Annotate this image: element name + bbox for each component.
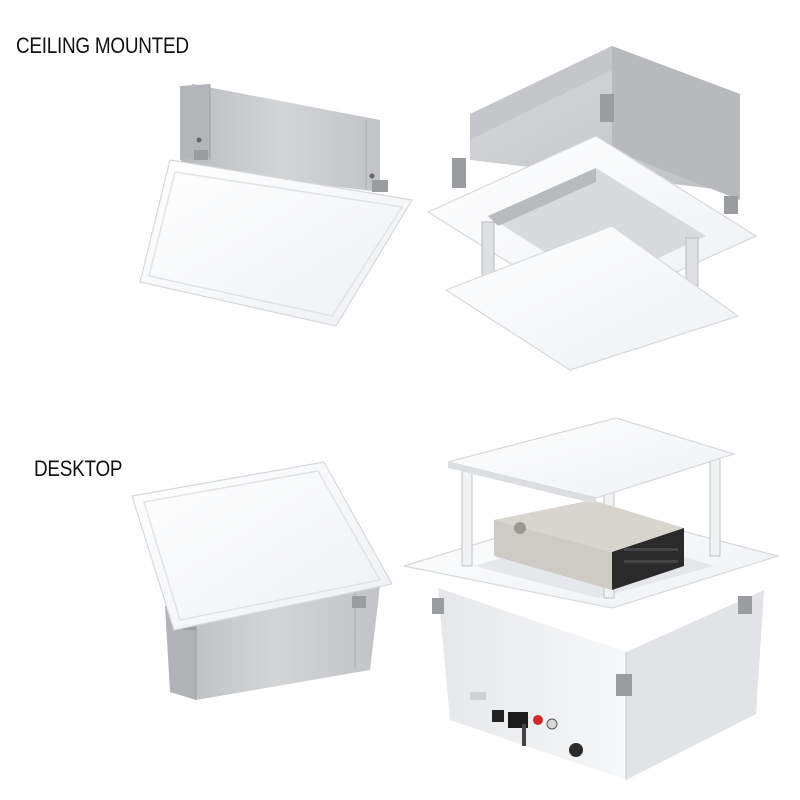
ceiling-closed-panel: [139, 159, 413, 327]
mounting-bracket: [738, 596, 752, 614]
ceiling-open-lowered-panel: [444, 225, 740, 371]
desktop-unit-closed: [131, 461, 393, 700]
mounting-bracket: [194, 150, 208, 160]
ceiling-mounted-label: CEILING MOUNTED: [16, 33, 189, 58]
mounting-bracket: [724, 196, 738, 214]
power-port: [569, 743, 583, 757]
projector: [494, 500, 684, 590]
ceiling-unit-closed: [139, 84, 413, 327]
lift-frame-leg: [461, 461, 473, 567]
lift-frame-leg: [685, 237, 699, 287]
connector-panel: [470, 692, 583, 757]
desktop-open-lid: [447, 417, 737, 499]
ceiling-unit-open: [426, 46, 758, 371]
desktop-open-box-right: [626, 590, 764, 780]
desktop-unit-open: [403, 417, 781, 780]
desktop-closed-panel: [131, 461, 393, 631]
desktop-open-box-left: [438, 588, 626, 780]
desktop-label: DESKTOP: [34, 456, 123, 481]
mounting-bracket: [352, 596, 366, 608]
ceiling-closed-box: [180, 84, 380, 192]
mounting-bracket: [600, 94, 614, 122]
mounting-bracket: [372, 180, 388, 192]
mounting-bracket: [616, 674, 632, 696]
mounting-bracket: [452, 158, 466, 188]
mounting-bracket: [432, 598, 444, 614]
lift-frame-leg: [709, 451, 721, 557]
